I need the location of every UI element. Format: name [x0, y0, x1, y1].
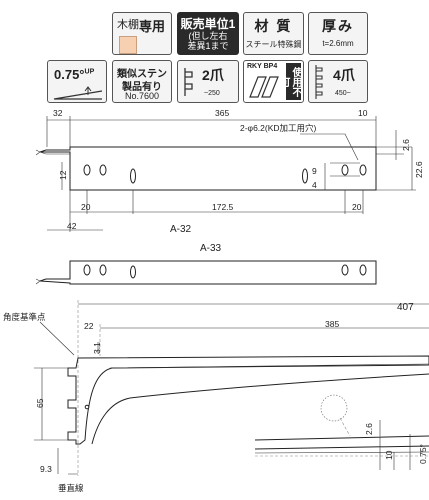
badge-thickness: 厚み t=2.6mm: [308, 12, 368, 55]
sales-unit-note-line2: 差異1まで: [187, 41, 229, 51]
dim-20-right: 20: [352, 202, 362, 212]
two-claw-icon: [184, 68, 193, 96]
model-a33: A-33: [200, 243, 222, 254]
dim-20-left: 20: [81, 202, 91, 212]
dim-4: 4: [312, 180, 317, 190]
angle-value: 0.75°UP: [54, 67, 106, 82]
model-a32: A-32: [170, 224, 192, 235]
hole-spec: 2-φ6.2(KD加工用穴): [240, 123, 317, 133]
badge-wood-shelf-only: 木棚 専用: [112, 12, 172, 55]
dim-12: 12: [58, 170, 68, 180]
material-note: スチール特殊鋼: [245, 40, 302, 49]
dim-22: 22: [84, 321, 94, 331]
similar-line1: 類似ステン: [117, 69, 167, 80]
prohibited-brand: RKY BP4: [247, 63, 278, 70]
four-claw-title: 4爪: [333, 67, 355, 83]
mid-view-a33: A-33: [35, 243, 377, 285]
sales-unit-note: (但し左右 差異1まで: [178, 31, 238, 51]
dim-22-6: 22.6: [414, 161, 424, 178]
similar-line2: 製品有り: [122, 82, 162, 93]
thickness-title: 厚み: [322, 18, 354, 34]
dim-407: 407: [397, 302, 414, 313]
dim-65: 65: [35, 398, 45, 408]
dim-9: 9: [312, 166, 317, 176]
material-title: 材 質: [254, 18, 293, 34]
four-claw-note: 450~: [335, 90, 351, 97]
label-ref-point: 角度基準点: [3, 312, 46, 322]
dim-385: 385: [325, 319, 339, 329]
two-claw-note: ~250: [204, 90, 220, 97]
dim-9-3: 9.3: [40, 464, 52, 474]
bracket-rail-icon: [249, 76, 279, 98]
dim-2-6-top: 2.6: [401, 139, 411, 151]
dim-inset-10: 10: [384, 450, 394, 460]
dim-365: 365: [215, 108, 229, 118]
wood-swatch-icon: [119, 36, 137, 54]
badge-4-claw: 4爪 450~: [308, 60, 368, 103]
dim-inset-angle: 0.75°: [418, 444, 428, 464]
badge-material-label: 木棚: [117, 19, 139, 31]
angle-value-text: 0.75°: [54, 67, 85, 82]
dim-32: 32: [53, 108, 63, 118]
badge-sales-unit: 販売単位1 (但し左右 差異1まで: [177, 12, 239, 55]
sales-unit-title: 販売単位1: [180, 17, 236, 31]
badge-prohibited: RKY BP4 使用不可: [243, 60, 304, 103]
angle-up-sup: UP: [84, 68, 95, 76]
badge-angle-up: 0.75°UP: [47, 60, 107, 103]
badge-2-claw: 2爪 ~250: [177, 60, 239, 103]
top-view-a32: 32 365 10 2-φ6.2(KD加工用穴) 2.6 22.6 12 9 4…: [35, 108, 424, 235]
dim-3-1: 3.1: [92, 342, 102, 354]
dim-10-top: 10: [358, 108, 368, 118]
badge-similar-product: 類似ステン 製品有り No.7600: [112, 60, 172, 103]
four-claw-icon: [315, 65, 323, 99]
two-claw-title: 2爪: [202, 67, 224, 83]
thickness-note: t=2.6mm: [322, 39, 354, 48]
similar-line3: No.7600: [124, 91, 160, 101]
label-vertical-line: 垂直線: [58, 483, 84, 493]
badge-dedicated-label: 専用: [138, 19, 165, 34]
prohibited-text: 使用不可: [278, 63, 301, 100]
sales-unit-note-line1: (但し左右: [188, 31, 228, 41]
badge-material: 材 質 スチール特殊鋼: [243, 12, 304, 55]
dim-inset-2-6: 2.6: [364, 423, 374, 435]
side-view: 407 22 385 角度基準点 3.1 65 9.3 垂直線 2.6 10 0…: [3, 300, 429, 493]
dim-172-5: 172.5: [212, 202, 234, 212]
angle-up-icon: [53, 86, 103, 100]
dim-42: 42: [67, 221, 77, 231]
